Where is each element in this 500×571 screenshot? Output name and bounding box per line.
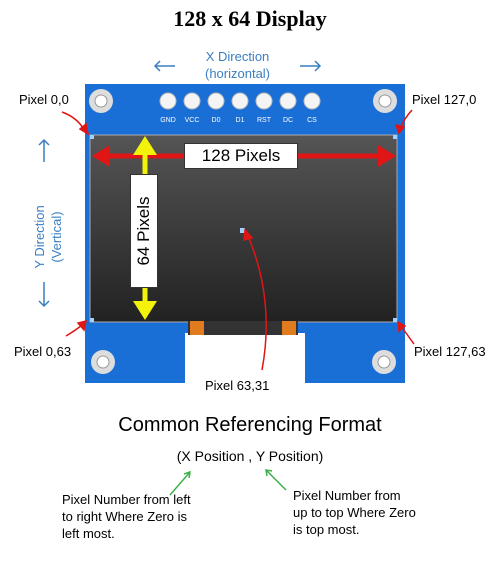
pin-label-gnd: GND (160, 117, 176, 124)
mounting-holes (89, 89, 397, 374)
pin-hole-d0 (207, 92, 225, 110)
x-direction-line2: (horizontal) (204, 66, 271, 81)
pin-hole-cs (303, 92, 321, 110)
ribbon-tab-left (190, 321, 204, 335)
label-top-left: Pixel 0,0 (19, 92, 69, 107)
pin-hole-vcc (183, 92, 201, 110)
pin-hole-dc (279, 92, 297, 110)
height-label: 64 Pixels (130, 174, 158, 288)
y-note-arrow-icon (265, 469, 287, 491)
x-direction-label: X Direction (horizontal) (185, 48, 290, 82)
pin-label-rst: RST (257, 117, 272, 124)
label-bottom-left: Pixel 0,63 (14, 344, 72, 359)
pointer-bottom-left (65, 324, 83, 337)
label-center: Pixel 63,31 (205, 378, 270, 393)
corner-pixels (90, 135, 397, 322)
pointer-top-left (61, 111, 85, 131)
x-note-arrow-icon (169, 470, 191, 496)
page-title: 128 x 64 Display (173, 6, 327, 31)
header-pins: GND VCC D0 D1 RST DC CS (159, 92, 321, 124)
x-direction-line1: X Direction (205, 49, 270, 64)
label-top-right: Pixel 127,0 (412, 92, 477, 107)
center-pixel (240, 228, 245, 233)
format-text: (X Position , Y Position) (176, 448, 324, 464)
x-left-arrow-icon (153, 60, 175, 72)
pin-label-cs: CS (307, 117, 317, 124)
pin-hole-rst (255, 92, 273, 110)
x-direction-arrows (38, 60, 322, 308)
pin-label-d0: D0 (212, 117, 221, 124)
pin-hole-gnd (159, 92, 177, 110)
pin-label-dc: DC (283, 117, 293, 124)
width-label: 128 Pixels (184, 143, 298, 169)
y-down-arrow-icon (38, 282, 50, 308)
ribbon-tab-right (282, 321, 296, 335)
pin-label-d1: D1 (236, 117, 245, 124)
pin-hole-d1 (231, 92, 249, 110)
y-up-arrow-icon (38, 138, 50, 162)
x-note: Pixel Number from left to right Where Ze… (62, 492, 191, 541)
y-note: Pixel Number from up to top Where Zero i… (293, 488, 416, 537)
pointer-center (247, 235, 267, 371)
label-bottom-right: Pixel 127,63 (414, 344, 486, 359)
pin-label-vcc: VCC (185, 117, 200, 124)
ribbon-connector (188, 321, 298, 335)
format-heading: Common Referencing Format (118, 414, 382, 436)
x-right-arrow-icon (300, 60, 322, 72)
